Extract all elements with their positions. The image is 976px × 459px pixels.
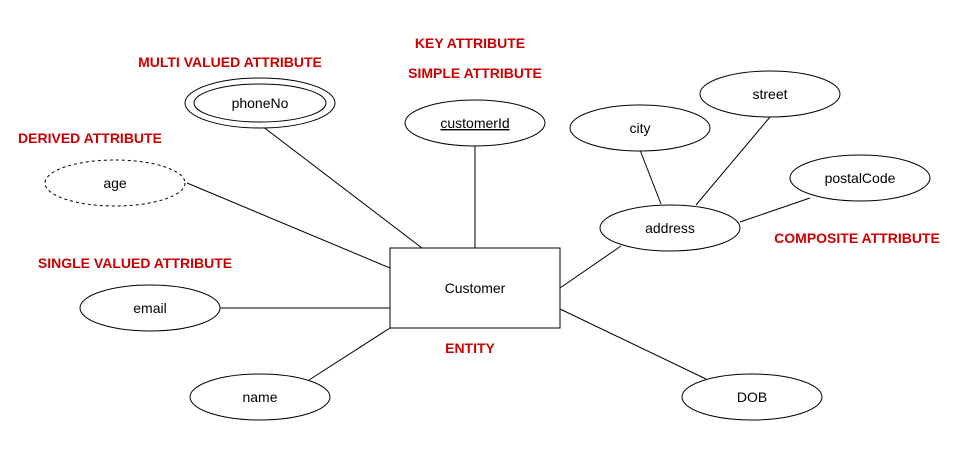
customer-id-label: customerId <box>440 115 509 131</box>
entity-label: Customer <box>445 280 506 296</box>
dob-ellipse <box>681 373 823 421</box>
attribute-email: email <box>79 284 221 332</box>
email-ellipse <box>79 284 221 332</box>
age-label: age <box>103 175 127 191</box>
connector-street <box>695 116 771 206</box>
connector-postal-code <box>739 197 811 223</box>
connector-age <box>186 182 391 269</box>
attribute-age: age <box>44 159 186 207</box>
phone-inner-ellipse <box>193 83 327 123</box>
city-ellipse <box>569 104 711 152</box>
connector-address <box>559 245 622 289</box>
email-label: email <box>133 300 166 316</box>
street-label: street <box>752 86 787 102</box>
phone-label: phoneNo <box>232 95 289 111</box>
name-ellipse <box>189 373 331 421</box>
age-ellipse <box>44 159 186 207</box>
annotation-multi-valued: MULTI VALUED ATTRIBUTE <box>138 54 322 70</box>
address-label: address <box>645 220 695 236</box>
connector-city <box>639 149 662 205</box>
attribute-city: city <box>569 104 711 152</box>
attribute-name: name <box>189 373 331 421</box>
street-ellipse <box>699 70 841 118</box>
name-label: name <box>242 389 277 405</box>
entity-box <box>389 247 561 329</box>
annotation-simple: SIMPLE ATTRIBUTE <box>408 65 542 81</box>
postal-code-label: postalCode <box>825 170 896 186</box>
customer-id-ellipse <box>404 99 546 147</box>
annotation-key: KEY ATTRIBUTE <box>415 35 525 51</box>
city-label: city <box>630 120 651 136</box>
attribute-customer-id: customerId <box>404 99 546 147</box>
annotation-entity: ENTITY <box>445 340 495 356</box>
annotation-single-valued: SINGLE VALUED ATTRIBUTE <box>38 255 232 271</box>
connector-dob <box>559 308 707 380</box>
attribute-postal-code: postalCode <box>789 154 931 202</box>
address-ellipse <box>599 204 741 252</box>
connector-phone <box>261 125 423 249</box>
attribute-phone: phoneNo <box>184 77 336 129</box>
annotation-derived: DERIVED ATTRIBUTE <box>18 130 162 146</box>
attribute-street: street <box>699 70 841 118</box>
annotation-composite: COMPOSITE ATTRIBUTE <box>774 230 940 246</box>
connector-name <box>308 327 391 381</box>
postal-code-ellipse <box>789 154 931 202</box>
attribute-address: address <box>599 204 741 252</box>
entity-customer: Customer <box>389 247 561 329</box>
attribute-dob: DOB <box>681 373 823 421</box>
dob-label: DOB <box>737 389 767 405</box>
